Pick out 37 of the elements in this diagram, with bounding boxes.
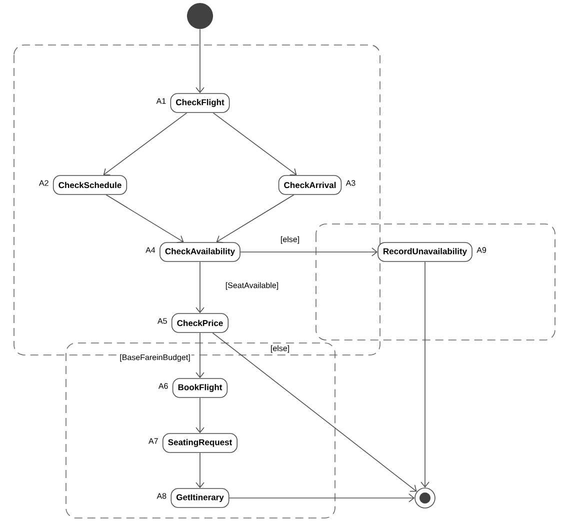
- action-label: A2: [38, 180, 48, 186]
- arrow: [420, 262, 430, 488]
- action-box: CheckPrice: [171, 313, 229, 333]
- action-box: SeatingRequest: [162, 433, 238, 453]
- action-box: CheckAvailability: [160, 242, 240, 262]
- guard-label: [else]: [269, 344, 291, 354]
- action-label: A1: [156, 98, 166, 104]
- arrow: [196, 332, 204, 378]
- action-label: A7: [148, 438, 158, 444]
- guard-label: [BaseFareinBudget]: [118, 353, 192, 363]
- action-label: A3: [346, 180, 356, 186]
- arrow: [196, 28, 204, 94]
- arrow: [196, 452, 204, 488]
- action-box: CheckArrival: [278, 175, 342, 195]
- arrow: [196, 398, 204, 434]
- action-box: BookFlight: [172, 378, 228, 398]
- action-box: CheckFlight: [170, 93, 230, 113]
- arrow: [240, 248, 378, 256]
- guard-label: [SeatAvailable]: [224, 281, 280, 291]
- arrow: [212, 112, 297, 176]
- arrow: [228, 494, 415, 502]
- action-box: GetItinerary: [170, 488, 230, 508]
- action-label: A6: [158, 383, 168, 389]
- action-box: RecordUnavailability: [378, 242, 472, 262]
- action-label: A4: [146, 247, 156, 253]
- arrow: [196, 262, 204, 314]
- arrow: [212, 332, 417, 492]
- arrow: [103, 112, 188, 176]
- action-box: CheckSchedule: [52, 175, 128, 195]
- action-label: A5: [157, 318, 167, 324]
- initial-node: [187, 3, 213, 29]
- action-label: A9: [476, 247, 486, 253]
- final-node: [414, 488, 436, 508]
- guard-label: [else]: [279, 235, 301, 245]
- action-label: A8: [156, 493, 166, 499]
- arrow: [216, 194, 294, 243]
- arrow: [106, 194, 184, 243]
